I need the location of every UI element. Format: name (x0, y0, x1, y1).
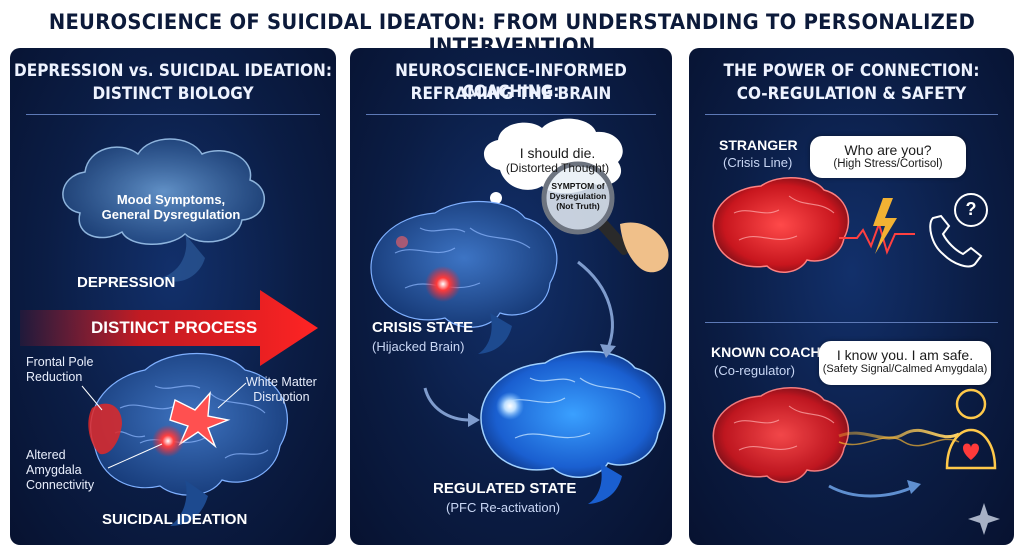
crisis-amygdala-glow (425, 266, 461, 302)
stranger-bubble-line2: (High Stress/Cortisol) (833, 158, 943, 170)
coach-bubble-line1: I know you. I am safe. (836, 347, 974, 363)
stranger-label: STRANGER (719, 137, 798, 153)
regulated-state-label: REGULATED STATE (433, 480, 577, 497)
reframe-arrow-down (577, 260, 614, 349)
safety-signal-wave-2 (838, 436, 960, 447)
thought-line2: (Distorted Thought) (505, 161, 610, 175)
panel3-illustration (712, 176, 1000, 535)
panel1-illustration (20, 138, 318, 526)
crisis-state-sub: (Hijacked Brain) (372, 339, 465, 354)
coach-person-icon (945, 388, 997, 470)
safety-signal-wave (838, 428, 960, 440)
cloud-brain-icon (62, 138, 266, 282)
stranger-speech-bubble: Who are you? (High Stress/Cortisol) (810, 136, 966, 178)
panel2-heading-line2: REFRAMING THE BRAIN (410, 84, 612, 104)
sparkle-icon (968, 503, 1000, 535)
amygdala-glow (152, 425, 184, 457)
pfc-glow (496, 392, 524, 420)
panel3-heading-line2: CO-REGULATION & SAFETY (736, 84, 967, 104)
panel2-heading-line1: NEUROSCIENCE-INFORMED COACHING: (395, 61, 627, 102)
amyg-line3: Connectivity (26, 478, 95, 492)
amygdala-leader-line (107, 443, 163, 469)
white-matter-leader-line (217, 382, 247, 409)
lightning-icon (873, 198, 897, 254)
lens-line2: Dysregulation (549, 191, 607, 201)
lens-text: SYMPTOM of Dysregulation (Not Truth) (544, 181, 612, 211)
coach-bubble-line2: (Safety Signal/Calmed Amygdala) (822, 363, 988, 375)
panel3-mid-divider (705, 322, 998, 323)
frontal-line1: Frontal Pole (26, 355, 94, 369)
panel1-divider (26, 114, 320, 115)
cloud-label: Mood Symptoms, General Dysregulation (96, 192, 246, 222)
coach-sub: (Co-regulator) (714, 363, 795, 378)
coach-brain-icon (712, 386, 850, 483)
thought-line1: I should die. (519, 145, 596, 161)
panel3-heading-line1: THE POWER OF CONNECTION: (723, 61, 980, 81)
stress-signal-line (839, 220, 915, 255)
depression-label: DEPRESSION (77, 274, 176, 291)
reframe-arrowhead-left (468, 413, 480, 427)
panel-reframing-the-brain: NEUROSCIENCE-INFORMED COACHING: REFRAMIN… (350, 48, 672, 545)
thought-dot-1 (490, 192, 502, 204)
regulated-brain-icon (480, 350, 666, 504)
white-matter-label: White Matter Disruption (246, 375, 317, 405)
question-icon (954, 193, 988, 227)
distinct-process-label: DISTINCT PROCESS (91, 318, 258, 337)
coach-speech-bubble: I know you. I am safe. (Safety Signal/Ca… (819, 341, 991, 385)
thought-text: I should die. (Distorted Thought) (495, 146, 620, 176)
lens-line1: SYMPTOM of (551, 181, 605, 191)
frontal-pole-label: Frontal Pole Reduction (26, 355, 93, 385)
reframe-arrow-left (423, 387, 471, 422)
cloud-label-line2: General Dysregulation (101, 207, 241, 222)
panel-distinct-biology: DEPRESSION vs. SUICIDAL IDEATION: DISTIN… (10, 48, 336, 545)
coach-arrowhead (907, 480, 921, 494)
white-line1: White Matter (246, 375, 317, 389)
page-title: NEUROSCIENCE OF SUICIDAL IDEATON: FROM U… (48, 10, 976, 58)
panel1-heading-line1: DEPRESSION vs. SUICIDAL IDEATION: (14, 61, 332, 81)
reframe-arrowhead-down (600, 344, 616, 358)
amyg-line1: Altered (26, 448, 66, 462)
panel-power-of-connection: THE POWER OF CONNECTION: CO-REGULATION &… (689, 48, 1014, 545)
panel1-heading-line2: DISTINCT BIOLOGY (92, 84, 254, 104)
stranger-sub: (Crisis Line) (723, 155, 793, 170)
crisis-frontal-glow (396, 236, 408, 248)
white-matter-highlight (169, 390, 231, 449)
amygdala-label: Altered Amygdala Connectivity (26, 448, 94, 493)
panel3-divider (705, 114, 998, 115)
stranger-bubble-line1: Who are you? (844, 142, 932, 158)
lens-line3: (Not Truth) (556, 201, 600, 211)
crisis-state-label: CRISIS STATE (372, 319, 474, 336)
stranger-brain-icon (712, 176, 850, 273)
panel2-illustration (370, 118, 669, 504)
frontal-leader-line (81, 385, 103, 411)
question-mark-text: ? (965, 199, 977, 219)
frontal-line2: Reduction (26, 370, 83, 384)
coach-arrow (828, 484, 912, 498)
magnifying-glass-icon (541, 161, 669, 273)
suicidal-ideation-label: SUICIDAL IDEATION (102, 511, 248, 528)
phone-icon (929, 214, 983, 268)
frontal-pole-highlight (88, 403, 122, 455)
cloud-label-line1: Mood Symptoms, (116, 192, 226, 207)
amyg-line2: Amygdala (26, 463, 82, 477)
coach-label: KNOWN COACH (711, 344, 821, 360)
panel2-divider (366, 114, 656, 115)
distinct-process-arrow (20, 290, 318, 366)
regulated-state-sub: (PFC Re-activation) (446, 500, 561, 515)
white-line2: Disruption (253, 390, 310, 404)
